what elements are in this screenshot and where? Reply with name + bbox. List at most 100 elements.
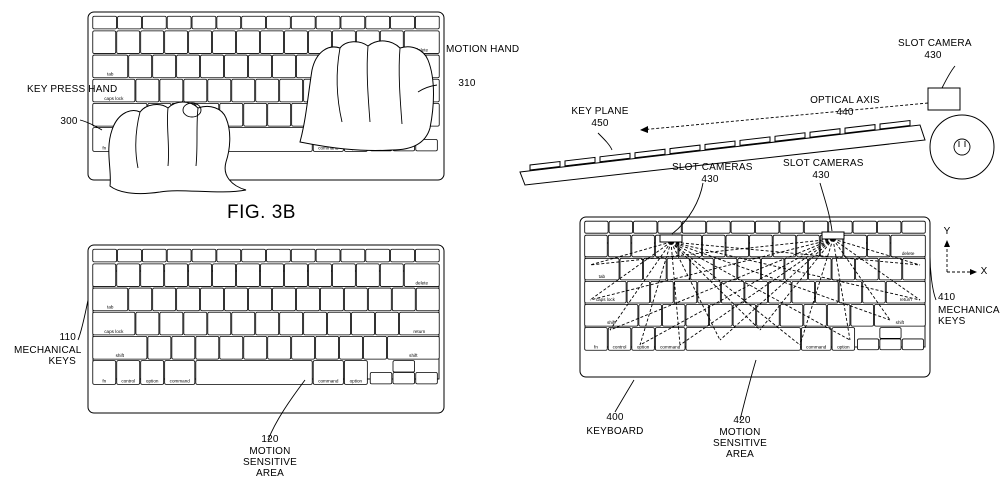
keyboard-key xyxy=(212,30,236,54)
keyboard-key xyxy=(631,234,655,258)
keyboard-key xyxy=(803,304,827,327)
key-legend: option xyxy=(637,344,650,349)
keyboard-key xyxy=(135,311,160,336)
keyboard-key xyxy=(255,78,280,103)
camera-ray xyxy=(589,238,834,301)
keyboard-key xyxy=(116,263,141,287)
key-legend: return xyxy=(900,297,912,302)
key-legend: caps lock xyxy=(596,297,616,302)
keyboard-key xyxy=(166,248,192,263)
keyboard-key xyxy=(315,248,341,263)
keyboard-key xyxy=(855,257,879,281)
keyboard-key xyxy=(191,15,217,30)
key-legend: option xyxy=(350,378,363,383)
key-legend: command xyxy=(318,145,339,150)
keyboard-key xyxy=(803,220,829,234)
key-legend: delete xyxy=(902,251,915,256)
keyboard-key xyxy=(351,311,375,336)
key-legend: caps lock xyxy=(104,329,124,334)
key-legend: tab xyxy=(107,72,114,77)
keyboard-key xyxy=(826,304,851,327)
key-legend: tab xyxy=(107,305,114,310)
keyboard-key xyxy=(212,263,236,287)
keyboard-key xyxy=(219,336,244,360)
side-key xyxy=(529,160,561,171)
label-key-plane: KEY PLANE xyxy=(571,106,629,117)
side-key xyxy=(564,156,596,167)
keyboard-key xyxy=(901,338,924,351)
keyboard-key xyxy=(415,248,440,263)
key-legend: control xyxy=(613,344,627,349)
keyboard-key xyxy=(92,311,136,336)
keyboard-key xyxy=(828,220,853,234)
keyboard-key xyxy=(320,287,344,312)
keyboard-key xyxy=(843,234,867,258)
camera-ray xyxy=(639,241,672,346)
keyboard-key xyxy=(266,248,291,263)
keyboard-key xyxy=(267,336,292,360)
keyboard-key xyxy=(662,304,686,327)
keyboard-key xyxy=(176,54,201,79)
key-press-hand-drawing xyxy=(108,101,247,195)
keyboard-key xyxy=(272,287,296,312)
keyboard-key xyxy=(862,280,886,304)
key-legend: fn xyxy=(102,378,106,383)
keyboard-key xyxy=(260,263,284,287)
keyboard-key xyxy=(584,327,608,351)
keyboard-key xyxy=(355,263,380,287)
camera-ray xyxy=(589,238,834,266)
side-key xyxy=(774,132,806,142)
keyboard-key xyxy=(584,220,609,234)
keyboard-key xyxy=(415,287,440,312)
keyboard-key xyxy=(188,263,212,287)
keyboard-key xyxy=(284,30,308,54)
leader-lines xyxy=(77,65,956,441)
key-legend: shift xyxy=(409,353,418,358)
keyboard-key xyxy=(392,372,415,385)
keyboard-key xyxy=(152,287,177,312)
keyboard-key xyxy=(878,257,903,281)
keyboard-key xyxy=(92,15,117,30)
keyboard-key xyxy=(248,54,272,79)
side-key xyxy=(809,128,841,138)
keyboard-key xyxy=(379,263,404,287)
keyboard-key xyxy=(241,15,266,30)
keyboard-key xyxy=(756,304,780,327)
keyboard-key xyxy=(772,234,797,258)
label-motion-area-right: MOTION SENSITIVE AREA xyxy=(712,427,768,460)
key-legend: shift xyxy=(116,353,125,358)
keyboard-key xyxy=(236,263,260,287)
keyboard-key xyxy=(116,360,141,385)
key-legend: command xyxy=(170,378,191,383)
keyboard-key xyxy=(207,311,232,336)
label-slot-cameras-a: SLOT CAMERAS xyxy=(672,162,753,173)
keyboard-key xyxy=(92,30,117,54)
axis-y-label: Y xyxy=(943,226,951,237)
camera-ray xyxy=(832,238,851,341)
keyboard-key xyxy=(290,248,316,263)
key-legend: option xyxy=(837,344,850,349)
keyboard-key xyxy=(607,234,632,258)
keyboard-key xyxy=(796,234,820,258)
label-keyboard-num: 400 xyxy=(606,412,624,423)
keyboard-key xyxy=(879,338,902,351)
keyboard-key xyxy=(195,360,313,385)
keyboard-key xyxy=(631,327,655,351)
key-legend: fn xyxy=(594,344,598,349)
keyboard-key xyxy=(159,311,184,336)
keyboard-key xyxy=(879,327,902,339)
keyboard-key xyxy=(140,30,165,54)
keyboard-key xyxy=(902,257,926,281)
keyboard-key xyxy=(224,287,248,312)
keyboard-key xyxy=(363,336,387,360)
label-motion-area-left-num: 120 xyxy=(261,434,279,445)
keyboard-key xyxy=(231,78,256,103)
keyboard-key xyxy=(901,220,926,234)
keyboard-key xyxy=(176,287,201,312)
label-mechanical-keys-left: MECHANICAL KEYS xyxy=(14,345,82,367)
keyboard-key xyxy=(867,234,891,258)
keyboard-key xyxy=(633,220,658,234)
keyboard-key xyxy=(874,304,926,327)
keyboard-key xyxy=(128,287,153,312)
